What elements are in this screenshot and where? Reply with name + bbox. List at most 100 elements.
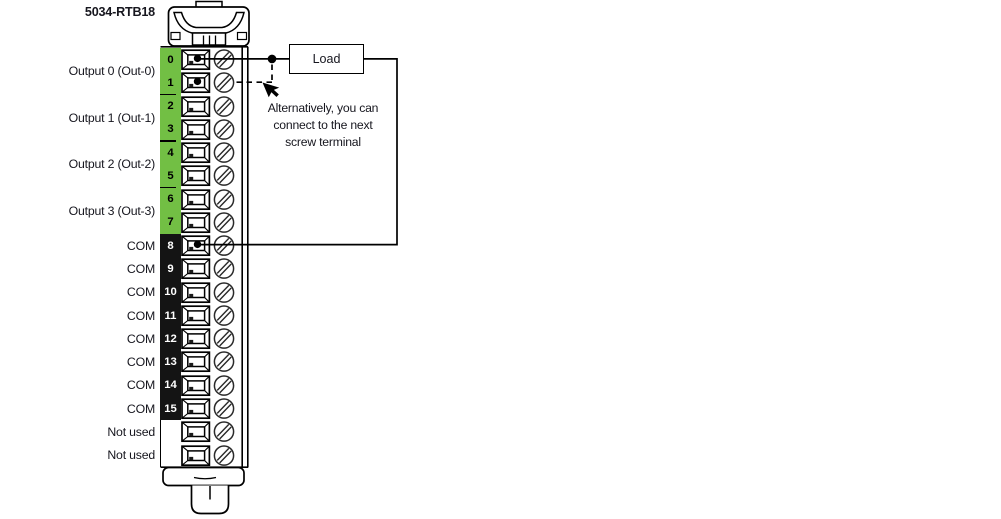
terminal-number: 14 bbox=[164, 379, 177, 392]
screw-icon bbox=[213, 398, 235, 419]
terminal-row: Output 3 (Out-3) 7 bbox=[60, 203, 238, 235]
terminal-row: Not used bbox=[60, 420, 238, 444]
terminal-row: COM 8 bbox=[60, 234, 238, 258]
push-in-terminal-icon bbox=[181, 188, 211, 210]
push-in-terminal-icon bbox=[181, 49, 211, 71]
terminal-label: COM bbox=[126, 262, 155, 277]
wire-release-hole bbox=[189, 340, 194, 344]
screw-icon bbox=[213, 305, 235, 326]
wire-release-hole bbox=[189, 107, 194, 111]
annotation-line: Alternatively, you can bbox=[267, 101, 379, 115]
wire-connection-dot bbox=[193, 240, 202, 249]
push-in-terminal-icon bbox=[181, 444, 211, 466]
screw-icon bbox=[213, 328, 235, 350]
push-in-terminal-icon bbox=[181, 375, 211, 396]
wire-release-hole bbox=[189, 130, 194, 135]
screw-icon bbox=[213, 258, 235, 280]
terminal-number: 9 bbox=[167, 263, 174, 276]
wire-release-hole bbox=[189, 223, 194, 228]
terminal-number-strip: 5 bbox=[160, 164, 181, 189]
screw-icon bbox=[213, 188, 235, 210]
screw-icon bbox=[213, 142, 235, 163]
terminal-number: 1 bbox=[167, 76, 174, 89]
wire-release-hole bbox=[189, 456, 194, 460]
terminal-label: Output 0 (Out-0) bbox=[68, 64, 156, 79]
terminal-row: COM 10 bbox=[60, 280, 238, 304]
wire-release-hole bbox=[189, 270, 194, 274]
alternative-dashed-wire bbox=[236, 64, 273, 84]
terminal-number: 13 bbox=[164, 356, 177, 369]
push-in-terminal-icon bbox=[181, 95, 211, 117]
screw-icon bbox=[213, 165, 235, 187]
terminal-number: 4 bbox=[167, 146, 174, 159]
terminal-label: Output 3 (Out-3) bbox=[68, 203, 156, 218]
terminal-number-strip: 1 bbox=[160, 71, 181, 96]
push-in-terminal-icon bbox=[181, 258, 211, 280]
terminal-number-strip: 3 bbox=[160, 117, 181, 143]
terminal-label: COM bbox=[126, 355, 155, 370]
screw-icon bbox=[213, 212, 235, 233]
terminal-number-strip: 14 bbox=[160, 373, 181, 397]
terminal-row: COM 9 bbox=[60, 257, 238, 281]
push-in-terminal-icon bbox=[181, 212, 211, 233]
terminal-number-strip: 0 bbox=[160, 48, 181, 72]
rtb-bottom-cap bbox=[162, 466, 245, 515]
wire-release-hole bbox=[189, 363, 194, 367]
terminal-block-rows: 0 Output 0 (Out-0) 1 bbox=[60, 48, 238, 467]
terminal-label: COM bbox=[126, 308, 155, 323]
terminal-number-strip: 9 bbox=[160, 257, 181, 281]
terminal-label: COM bbox=[126, 401, 155, 416]
terminal-number-strip bbox=[160, 420, 181, 444]
terminal-label: Output 2 (Out-2) bbox=[68, 157, 156, 172]
terminal-number-strip: 2 bbox=[160, 94, 181, 118]
terminal-label: Output 1 (Out-1) bbox=[68, 110, 156, 125]
annotation-line: screw terminal bbox=[285, 134, 361, 149]
screw-icon bbox=[213, 119, 235, 140]
wire-release-hole bbox=[189, 60, 194, 65]
push-in-terminal-icon bbox=[181, 282, 211, 303]
terminal-number-strip: 13 bbox=[160, 350, 181, 374]
screw-icon bbox=[213, 374, 235, 396]
terminal-number-strip: 6 bbox=[160, 187, 181, 211]
push-in-terminal-icon bbox=[181, 305, 211, 326]
terminal-label: Not used bbox=[107, 448, 155, 463]
terminal-row: COM 15 bbox=[60, 396, 238, 421]
terminal-number: 15 bbox=[164, 402, 177, 415]
push-in-terminal-icon bbox=[181, 72, 211, 94]
terminal-number-strip: 15 bbox=[160, 396, 181, 421]
terminal-row: Not used bbox=[60, 443, 238, 467]
wire-connection-dot bbox=[193, 54, 202, 63]
cursor-arrow-icon bbox=[262, 82, 280, 98]
screw-icon bbox=[213, 49, 235, 70]
push-in-terminal-icon bbox=[181, 351, 211, 373]
wire-release-hole bbox=[189, 433, 194, 437]
screw-icon bbox=[213, 444, 235, 466]
screw-icon bbox=[213, 351, 235, 373]
wire-release-hole bbox=[189, 386, 194, 391]
screw-icon bbox=[213, 421, 235, 443]
terminal-label: COM bbox=[126, 331, 155, 346]
terminal-label: Not used bbox=[107, 424, 155, 439]
terminal-number: 7 bbox=[167, 216, 174, 229]
wire-release-hole bbox=[189, 293, 194, 297]
terminal-number-strip bbox=[160, 443, 181, 467]
push-in-terminal-icon bbox=[181, 235, 211, 257]
push-in-terminal-icon bbox=[181, 328, 211, 350]
terminal-number-strip: 4 bbox=[160, 141, 181, 165]
rtb-top-latch bbox=[167, 0, 250, 47]
wire-release-hole bbox=[189, 177, 194, 181]
push-in-terminal-icon bbox=[181, 119, 211, 140]
terminal-number: 8 bbox=[167, 239, 174, 252]
terminal-label: COM bbox=[126, 285, 155, 300]
push-in-terminal-icon bbox=[181, 421, 211, 443]
terminal-number-strip: 11 bbox=[160, 303, 181, 328]
terminal-row: Output 2 (Out-2) 5 bbox=[60, 157, 238, 189]
screw-icon bbox=[213, 281, 235, 303]
screw-icon bbox=[213, 95, 235, 117]
wire-release-hole bbox=[189, 84, 194, 88]
terminal-number: 2 bbox=[167, 100, 174, 113]
wire-release-hole bbox=[189, 200, 194, 204]
terminal-number: 3 bbox=[167, 123, 174, 136]
wire-release-hole bbox=[189, 316, 194, 321]
wire-connection-dot bbox=[193, 77, 202, 86]
